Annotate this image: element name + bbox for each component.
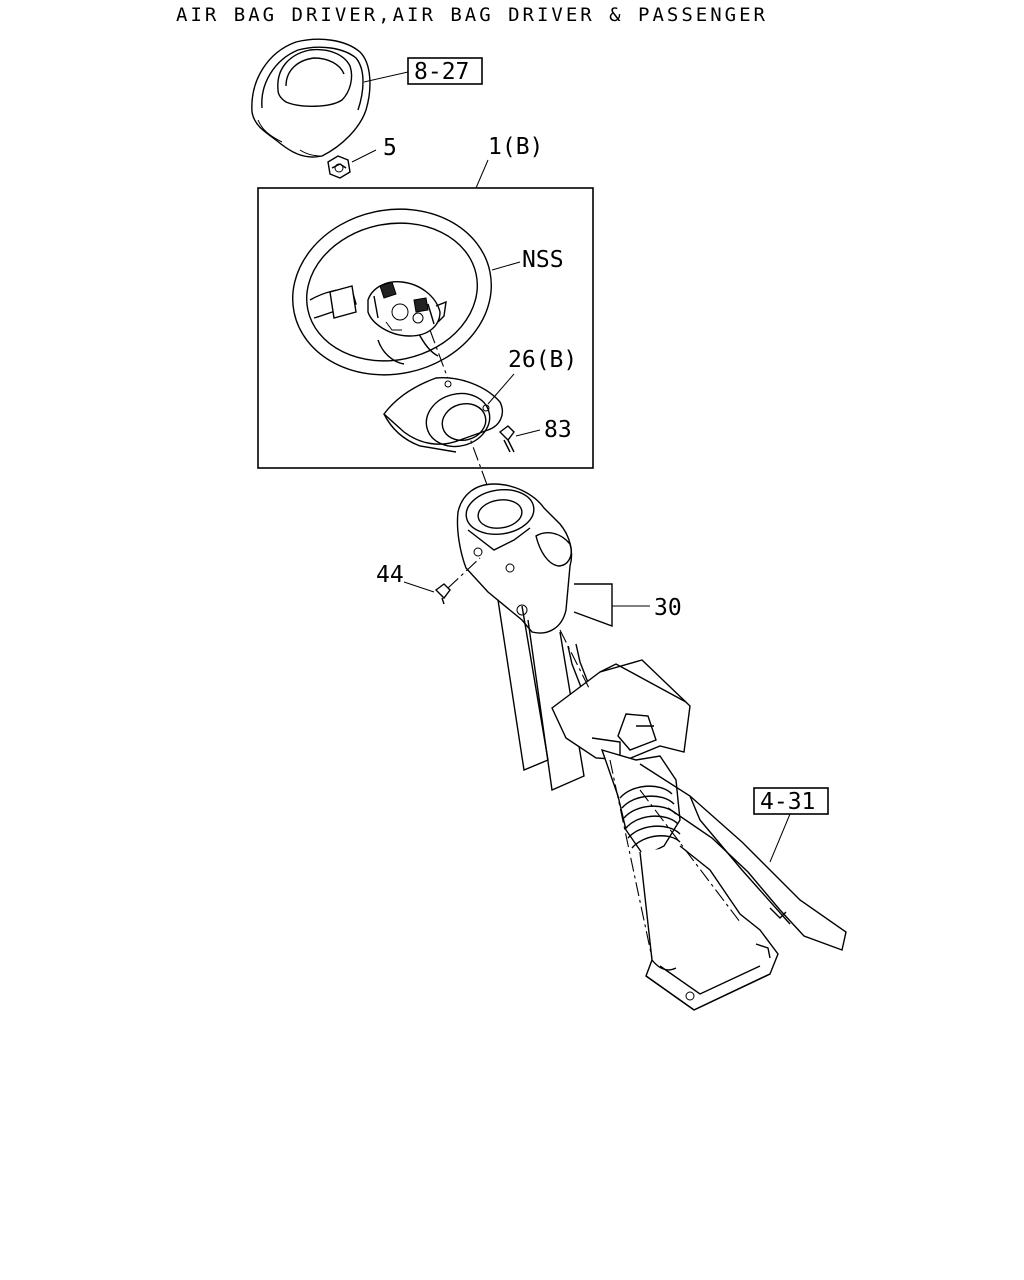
- nut-part-5: [327, 155, 351, 179]
- leader-8-27: [363, 71, 409, 83]
- airbag-module-cover: [251, 38, 371, 158]
- ref-box-4-31: [753, 787, 829, 815]
- column-cover-30: [456, 483, 613, 634]
- label-part-26b: 26(B): [508, 347, 577, 373]
- centerline-bracket: [639, 789, 741, 923]
- label-part-1b: 1(B): [488, 134, 543, 160]
- leader-nss: [491, 261, 521, 271]
- label-part-30: 30: [654, 595, 682, 621]
- ref-label-4-31: 4-31: [760, 789, 815, 815]
- label-part-5: 5: [383, 135, 397, 161]
- leader-part-83: [515, 429, 541, 437]
- label-nss: NSS: [522, 247, 564, 273]
- steering-column-4-31: [551, 643, 847, 1011]
- leader-part-26b: [487, 373, 515, 405]
- screw-part-83: [498, 425, 515, 453]
- centerline-part-44: [447, 557, 481, 589]
- ref-box-8-27: [407, 57, 483, 85]
- assembly-box-1b: [257, 187, 594, 469]
- label-part-83: 83: [544, 417, 572, 443]
- leader-part-1b: [475, 159, 489, 189]
- screw-part-44: [434, 583, 451, 605]
- centerline-lower: [609, 759, 653, 959]
- lower-cover-26b: [383, 377, 504, 453]
- label-part-44: 44: [376, 562, 404, 588]
- leader-part-5: [351, 149, 377, 163]
- centerline-middle: [559, 629, 591, 691]
- leader-part-44: [403, 581, 435, 593]
- leader-4-31: [769, 813, 791, 863]
- ref-label-8-27: 8-27: [414, 59, 469, 85]
- diagram-title: AIR BAG DRIVER,AIR BAG DRIVER & PASSENGE…: [176, 4, 768, 26]
- steering-wheel-nss: [292, 208, 492, 376]
